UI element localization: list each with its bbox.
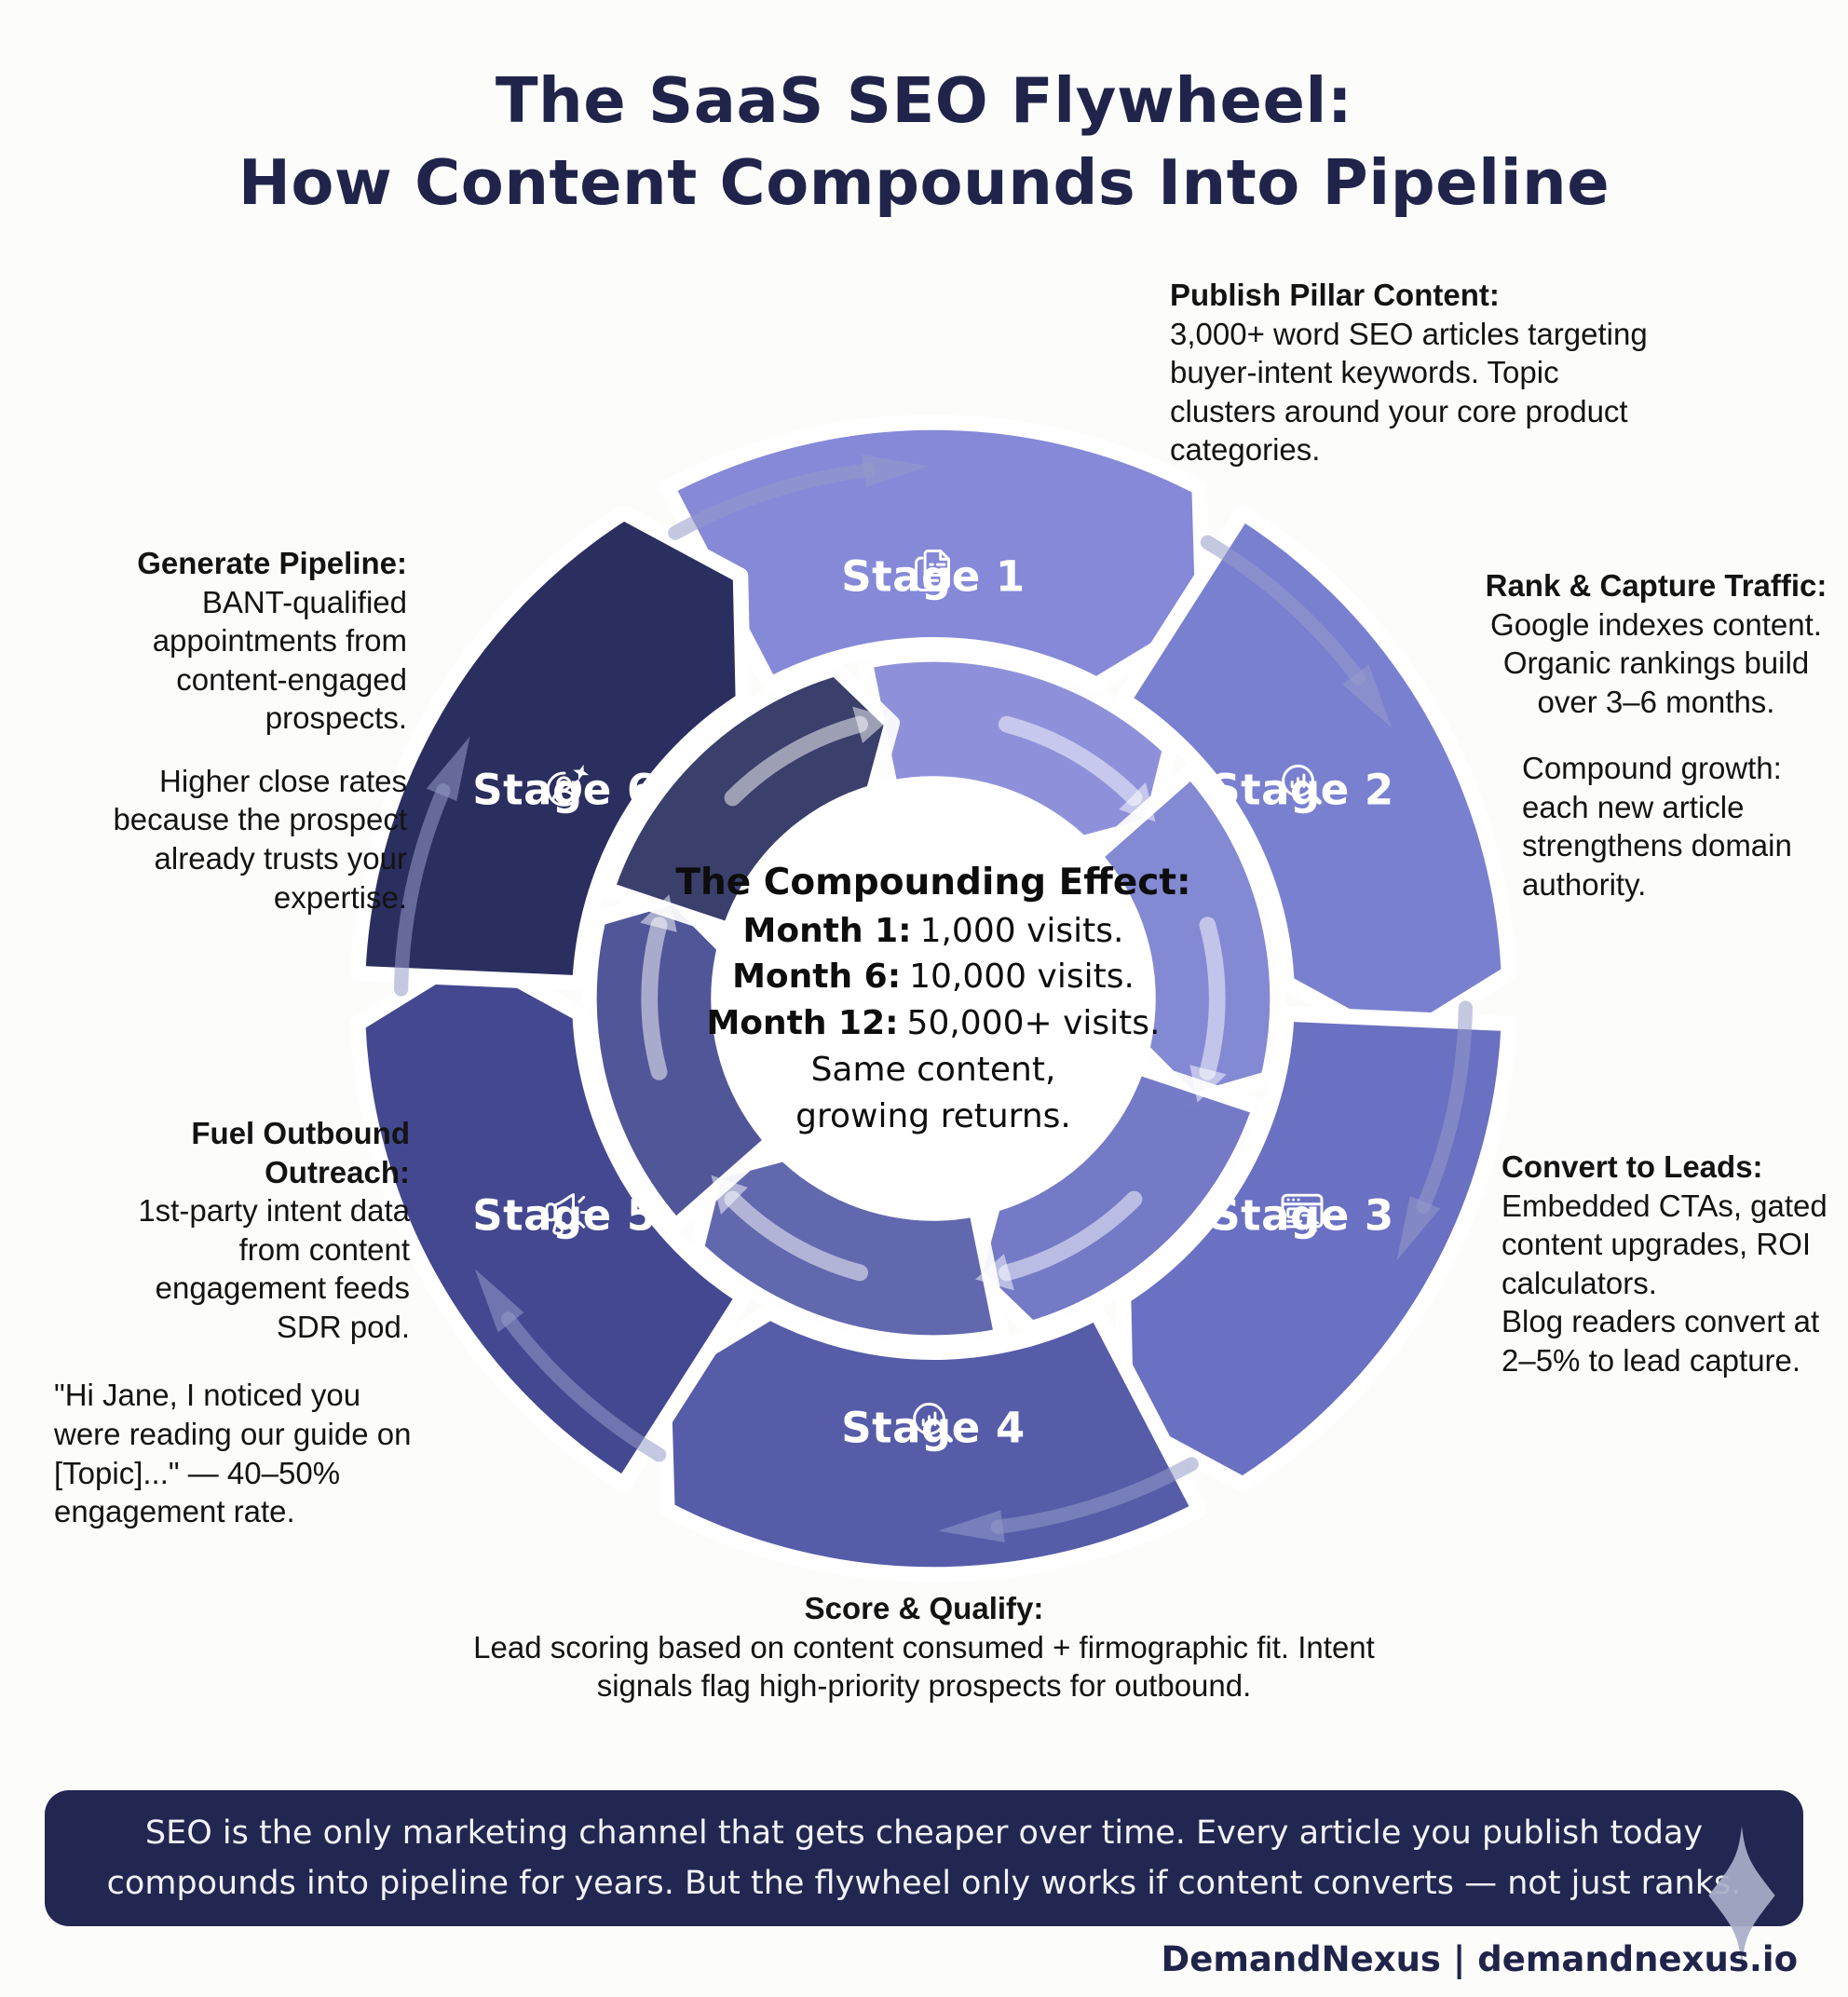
sparkle-icon <box>1708 1826 1775 1965</box>
annotation-convert-to-leads: Convert to Leads: Embedded CTAs, gated c… <box>1502 1148 1839 1379</box>
page-title: The SaaS SEO Flywheel: How Content Compo… <box>0 60 1848 224</box>
annotation-heading: Fuel Outbound Outreach: <box>191 1116 410 1189</box>
stage-2-segment: Stage 2 <box>1210 758 1394 815</box>
annotation-heading: Publish Pillar Content: <box>1170 278 1500 312</box>
annotation-heading: Convert to Leads: <box>1502 1149 1763 1184</box>
stage-label: Stage 4 <box>841 1403 1026 1453</box>
annotation-heading: Generate Pipeline: <box>137 546 407 580</box>
stage-3-segment: Stage 3 <box>1210 1184 1394 1241</box>
footer-banner: SEO is the only marketing channel that g… <box>45 1790 1803 1965</box>
annotation-score-and-qualify: Score & Qualify: Lead scoring based on c… <box>468 1589 1380 1705</box>
center-row: Month 12:50,000+ visits. <box>706 1004 1161 1043</box>
annotation-body: Embedded CTAs, gated content upgrades, R… <box>1502 1188 1828 1300</box>
flywheel-segments <box>349 414 1517 1583</box>
annotation-body: Lead scoring based on content consumed +… <box>473 1629 1375 1704</box>
annotation-body: 1st-party intent data from content engag… <box>138 1193 410 1344</box>
center-tail-line: growing returns. <box>795 1096 1071 1135</box>
annotation-heading: Rank & Capture Traffic: <box>1485 568 1828 603</box>
center-heading: The Compounding Effect: <box>675 861 1191 903</box>
page-title-line2: How Content Compounds Into Pipeline <box>238 146 1610 220</box>
annotation-quote: "Hi Jane, I noticed you were reading our… <box>54 1378 412 1529</box>
center-row: Month 6:10,000 visits. <box>732 958 1135 997</box>
stage-label: Stage 2 <box>1210 765 1394 815</box>
stage-5-segment: Stage 5 <box>472 1184 657 1241</box>
footer-text: SEO is the only marketing channel that g… <box>106 1814 1742 1902</box>
annotation-body: BANT-qualified appointments from content… <box>152 584 407 736</box>
annotation-body: Google indexes content. Organic rankings… <box>1490 606 1822 719</box>
annotation-fuel-outbound-outreach: Fuel Outbound Outreach: 1st-party intent… <box>54 1114 411 1531</box>
annotation-body: Compound growth: each new article streng… <box>1522 751 1792 903</box>
annotation-rank-capture-traffic: Rank & Capture Traffic: Google indexes c… <box>1479 566 1833 904</box>
flywheel-center-text: The Compounding Effect: Month 1:1,000 vi… <box>635 858 1231 1139</box>
annotation-generate-pipeline: Generate Pipeline: BANT-qualified appoin… <box>51 544 407 917</box>
flywheel-diagram: Stage 1 Stage 2 <box>342 407 1525 1590</box>
annotation-publish-pillar-content: Publish Pillar Content: 3,000+ word SEO … <box>1170 276 1673 469</box>
stage-4-segment: Stage 4 <box>841 1396 1026 1453</box>
attribution: DemandNexus | demandnexus.io <box>1161 1939 1798 1979</box>
page-title-line1: The SaaS SEO Flywheel: <box>495 64 1353 137</box>
annotation-body: Higher close rates because the prospect … <box>113 763 407 915</box>
center-row: Month 1:1,000 visits. <box>742 911 1124 950</box>
annotation-body: Blog readers convert at 2–5% to lead cap… <box>1502 1304 1820 1378</box>
center-tail-line: Same content, <box>810 1050 1056 1089</box>
annotation-body: 3,000+ word SEO articles targeting buyer… <box>1170 316 1648 468</box>
stage-1-segment: Stage 1 <box>841 545 1026 602</box>
stage-6-segment: Stage 6 <box>472 758 657 815</box>
annotation-heading: Score & Qualify: <box>804 1591 1044 1625</box>
